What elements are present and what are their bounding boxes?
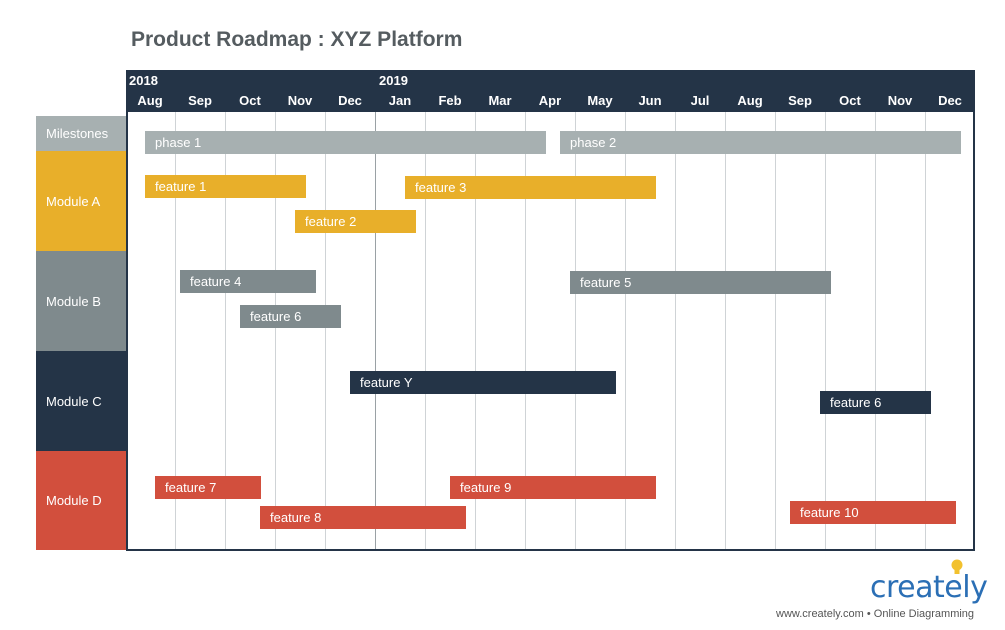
page-title: Product Roadmap : XYZ Platform <box>131 28 463 51</box>
grid-line <box>425 112 426 549</box>
year-label-2018: 2018 <box>129 73 158 88</box>
grid-line <box>225 112 226 549</box>
feature-bar-feature-4[interactable]: feature 4 <box>180 270 316 293</box>
feature-bar-feature-9[interactable]: feature 9 <box>450 476 656 499</box>
grid-line <box>175 112 176 549</box>
month-label: Oct <box>239 93 261 108</box>
feature-bar-feature-2[interactable]: feature 2 <box>295 210 416 233</box>
feature-bar-feature-1[interactable]: feature 1 <box>145 175 306 198</box>
lightbulb-icon <box>951 559 963 574</box>
month-label: Nov <box>287 93 313 108</box>
month-label: Nov <box>887 93 913 108</box>
month-label: Aug <box>737 93 763 108</box>
month-label: Apr <box>538 93 562 108</box>
month-label: Jun <box>638 93 662 108</box>
row-label-module-b: Module B <box>36 251 126 351</box>
feature-bar-feature-10[interactable]: feature 10 <box>790 501 956 524</box>
milestone-bar-phase-1[interactable]: phase 1 <box>145 131 546 154</box>
feature-bar-feature-5[interactable]: feature 5 <box>570 271 831 294</box>
grid-line <box>575 112 576 549</box>
feature-bar-feature-3[interactable]: feature 3 <box>405 176 656 199</box>
feature-bar-feature-6-module-c[interactable]: feature 6 <box>820 391 931 414</box>
row-label-module-c: Module C <box>36 351 126 451</box>
timeline-header <box>126 70 975 112</box>
row-label-module-d: Module D <box>36 451 126 550</box>
grid-line <box>625 112 626 549</box>
row-label-module-a: Module A <box>36 151 126 251</box>
month-label: Jul <box>690 93 710 108</box>
month-label: Sep <box>788 93 812 108</box>
grid-line <box>875 112 876 549</box>
month-label: Oct <box>839 93 861 108</box>
grid-line <box>325 112 326 549</box>
month-label: Mar <box>488 93 512 108</box>
milestone-bar-phase-2[interactable]: phase 2 <box>560 131 961 154</box>
row-label-milestones: Milestones <box>36 116 126 151</box>
creately-logo: creately <box>870 570 988 605</box>
feature-bar-feature-7[interactable]: feature 7 <box>155 476 261 499</box>
grid-line <box>475 112 476 549</box>
month-label: Dec <box>938 93 962 108</box>
month-label: Dec <box>338 93 362 108</box>
month-label: May <box>587 93 613 108</box>
year-label-2019: 2019 <box>379 73 408 88</box>
year-divider-line <box>375 112 376 549</box>
grid-line <box>825 112 826 549</box>
creately-tagline: www.creately.com • Online Diagramming <box>776 608 975 620</box>
feature-bar-feature-6[interactable]: feature 6 <box>240 305 341 328</box>
grid-line <box>925 112 926 549</box>
month-label: Aug <box>137 93 163 108</box>
feature-bar-feature-8[interactable]: feature 8 <box>260 506 466 529</box>
grid-line <box>675 112 676 549</box>
grid-line <box>525 112 526 549</box>
month-label: Feb <box>438 93 462 108</box>
feature-bar-feature-y[interactable]: feature Y <box>350 371 616 394</box>
grid-line <box>725 112 726 549</box>
month-label: Jan <box>388 93 412 108</box>
month-label: Sep <box>188 93 212 108</box>
grid-line <box>775 112 776 549</box>
grid-line <box>275 112 276 549</box>
